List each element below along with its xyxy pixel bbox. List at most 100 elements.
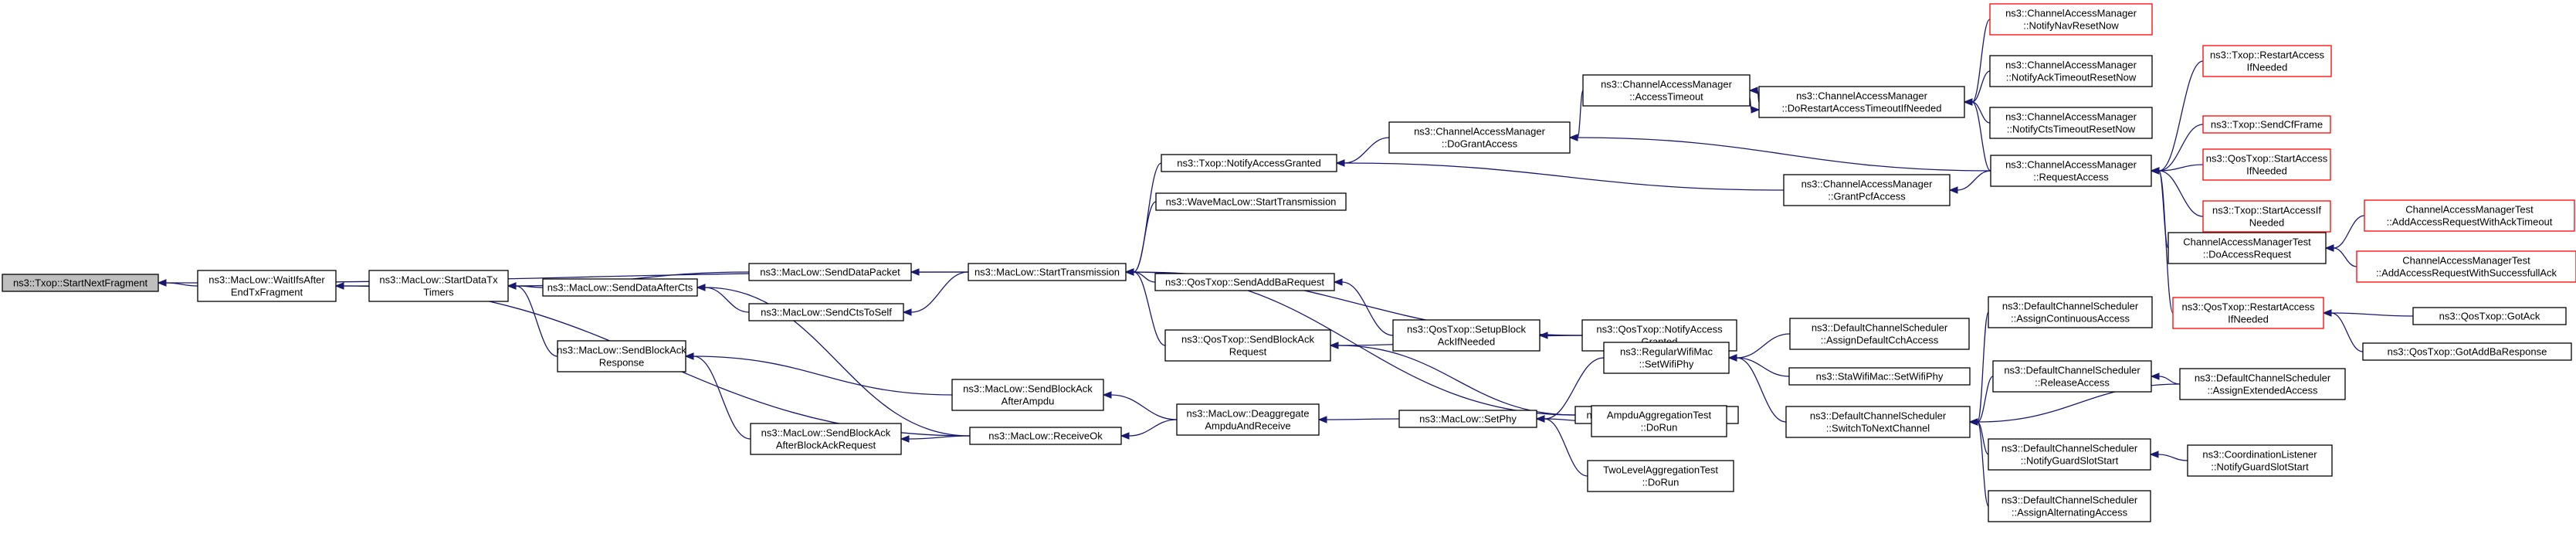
node-label: ns3::ChannelAccessManager (1802, 179, 1933, 190)
node-notifyguard[interactable]: ns3::DefaultChannelScheduler::NotifyGuar… (1988, 438, 2151, 471)
node-box (1989, 107, 2153, 139)
node-sendctstoself[interactable]: ns3::MacLow::SendCtsToSelf (748, 303, 904, 321)
node-label: ::NotifyGuardSlotStart (2211, 461, 2309, 473)
node-txopnotify[interactable]: ns3::Txop::NotifyAccessGranted (1161, 154, 1337, 172)
node-receiveok[interactable]: ns3::MacLow::ReceiveOk (969, 427, 1122, 445)
node-grantpcf[interactable]: ns3::ChannelAccessManager::GrantPcfAcces… (1783, 174, 1951, 206)
node-assigncontinuous[interactable]: ns3::DefaultChannelScheduler::AssignCont… (1988, 296, 2153, 328)
node-dorestart[interactable]: ns3::ChannelAccessManager::DoRestartAcce… (1758, 86, 1965, 118)
node-box (2362, 342, 2572, 361)
edge-arrowhead (157, 279, 167, 287)
edge-line (2158, 164, 2204, 172)
node-label: ns3::MacLow::SetPhy (1419, 413, 1517, 425)
node-regularsetphy[interactable]: ns3::RegularWifiMac::SetWifiPhy (1603, 342, 1730, 374)
node-label: ChannelAccessManagerTest (2402, 255, 2530, 267)
node-box (2172, 297, 2324, 329)
node-box (1788, 367, 1971, 386)
edge-line (1544, 357, 1605, 420)
edge-line (2158, 124, 2204, 172)
node-notifynavreset[interactable]: ns3::ChannelAccessManager::NotifyNavRese… (1989, 3, 2153, 36)
node-box (542, 278, 698, 297)
node-box (2202, 115, 2331, 134)
edge-line (1736, 333, 1791, 359)
node-label: ns3::DefaultChannelScheduler (1810, 410, 1947, 422)
node-accesstimeout[interactable]: ns3::ChannelAccessManager::AccessTimeout (1582, 74, 1751, 107)
node-releaseaccess[interactable]: ns3::DefaultChannelScheduler::ReleaseAcc… (1992, 360, 2152, 393)
node-twoleveltest[interactable]: TwoLevelAggregationTest::DoRun (1587, 460, 1734, 492)
node-label: ::DoRun (1642, 477, 1679, 488)
node-label: IfNeeded (2247, 62, 2288, 73)
node-label: ns3::DefaultChannelScheduler (2001, 495, 2138, 506)
node-label: ns3::DefaultChannelScheduler (1812, 322, 1948, 334)
edge-line (2333, 215, 2365, 249)
node-dogrant[interactable]: ns3::ChannelAccessManager::DoGrantAccess (1388, 121, 1571, 154)
node-label: ns3::MacLow::Deaggregate (1187, 408, 1310, 420)
node-stasetphy[interactable]: ns3::StaWifiMac::SetWifiPhy (1788, 367, 1971, 386)
edge-line (908, 435, 971, 440)
node-box (2, 274, 159, 292)
node-senddatapacket[interactable]: ns3::MacLow::SendDataPacket (748, 263, 912, 281)
edge-receiveok-to-sendbaafterbar (900, 435, 971, 443)
edge-line (1577, 137, 1991, 172)
node-label: ::GrantPcfAccess (1828, 191, 1906, 202)
node-wavestart[interactable]: ns3::WaveMacLow::StartTransmission (1155, 192, 1347, 211)
node-label: ns3::ChannelAccessManager (2005, 159, 2137, 171)
node-box (1176, 403, 1320, 436)
node-notifyackreset[interactable]: ns3::ChannelAccessManager::NotifyAckTime… (1989, 55, 2153, 87)
node-label: ::NotifyCtsTimeoutResetNow (2007, 124, 2136, 135)
node-addsuccessfull[interactable]: ChannelAccessManagerTest::AddAccessReque… (2356, 250, 2576, 283)
node-qosgotaddba[interactable]: ns3::QosTxop::GotAddBaResponse (2362, 342, 2572, 361)
node-box (1988, 296, 2153, 328)
node-qosgotack[interactable]: ns3::QosTxop::GotAck (2412, 307, 2567, 325)
edge-arrowhead (1124, 268, 1134, 276)
node-coordlistener[interactable]: ns3::CoordinationListener::NotifyGuardSl… (2187, 444, 2333, 477)
node-ampdutest[interactable]: AmpduAggregationTest::DoRun (1591, 405, 1727, 437)
node-assignalternating[interactable]: ns3::DefaultChannelScheduler::AssignAlte… (1988, 490, 2151, 522)
node-label: ::NotifyGuardSlotStart (2021, 455, 2119, 467)
edge-txoprestart-to-requestaccess (2150, 60, 2204, 175)
node-label: AmpduAggregationTest (1607, 410, 1712, 421)
edge-arrowhead (507, 282, 517, 290)
node-txopsendcf[interactable]: ns3::Txop::SendCfFrame (2202, 115, 2331, 134)
node-setphy[interactable]: ns3::MacLow::SetPhy (1398, 410, 1537, 428)
node-qossendaddba[interactable]: ns3::QosTxop::SendAddBaRequest (1154, 273, 1335, 291)
node-box (1603, 342, 1730, 374)
node-label: ::NotifyAckTimeoutResetNow (2006, 72, 2137, 83)
node-starttx[interactable]: ns3::MacLow::StartTransmission (968, 263, 1127, 281)
edge-line (2330, 312, 2364, 352)
node-assignextended[interactable]: ns3::DefaultChannelScheduler::AssignExte… (2179, 368, 2346, 400)
edge-line (1341, 281, 1394, 336)
edge-line (910, 271, 969, 313)
edge-line (704, 287, 971, 437)
node-label: AfterBlockAckRequest (776, 440, 876, 451)
edge-arrowhead (334, 282, 344, 290)
node-requestaccess[interactable]: ns3::ChannelAccessManager::RequestAccess (1990, 155, 2152, 187)
node-switchnext[interactable]: ns3::DefaultChannelScheduler::SwitchToNe… (1785, 406, 1971, 438)
node-senddataaftercts[interactable]: ns3::MacLow::SendDataAfterCts (542, 278, 698, 297)
edge-line (1977, 376, 1994, 423)
node-addacktimeout[interactable]: ChannelAccessManagerTest::AddAccessReque… (2364, 199, 2575, 232)
edge-grantpcf-to-txopnotify (1335, 159, 1785, 191)
node-label: AmpduAndReceive (1205, 420, 1290, 432)
node-camtestdoaccess[interactable]: ChannelAccessManagerTest::DoAccessReques… (2168, 232, 2327, 264)
edge-line (2330, 312, 2414, 317)
edge-deaggregate-to-sendbaafterampdu (1102, 391, 1178, 420)
node-box (748, 303, 904, 321)
node-label: ns3::ChannelAccessManager (2005, 111, 2137, 123)
node-notifyctsreset[interactable]: ns3::ChannelAccessManager::NotifyCtsTime… (1989, 107, 2153, 139)
node-sendbaafterbar[interactable]: ns3::MacLow::SendBlockAckAfterBlockAckRe… (750, 423, 902, 455)
edge-line (1133, 271, 1166, 346)
node-assigndefault[interactable]: ns3::DefaultChannelScheduler::AssignDefa… (1789, 318, 1970, 350)
node-root[interactable]: ns3::Txop::StartNextFragment (2, 274, 159, 292)
